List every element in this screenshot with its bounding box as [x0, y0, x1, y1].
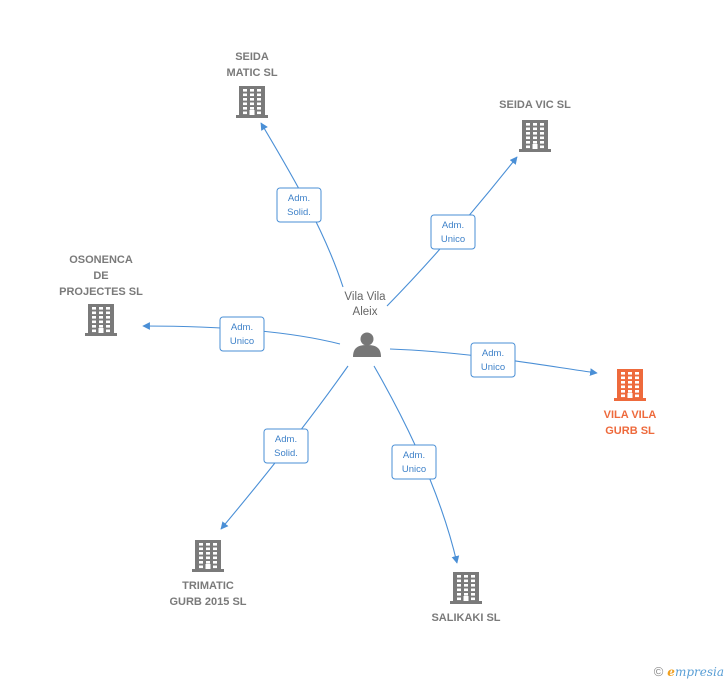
brand-logo[interactable]: empresia: [667, 664, 724, 679]
role-label-frame: [391, 444, 437, 480]
edge-seida-matic: Adm. Solid.: [260, 122, 344, 288]
building-icon[interactable]: [450, 572, 482, 604]
role-label-box[interactable]: Adm. Solid.: [263, 428, 309, 464]
company-node-vila-vila-gurb[interactable]: VILA VILA GURB SL: [604, 369, 657, 437]
role-label-box[interactable]: Adm. Unico: [391, 444, 437, 480]
company-node-seida-matic[interactable]: SEIDA MATIC SL: [226, 51, 278, 118]
role-label-line: Unico: [230, 336, 254, 347]
edge-salikaki: Adm. Unico: [373, 365, 460, 564]
edge-osonenca: Adm. Unico: [142, 316, 341, 352]
role-label-line: Adm.: [288, 193, 310, 204]
person-name-line2[interactable]: Aleix: [353, 306, 378, 318]
role-label-frame: [263, 428, 309, 464]
role-label-box[interactable]: Adm. Unico: [219, 316, 265, 352]
company-node-salikaki[interactable]: SALIKAKI SL: [431, 572, 501, 624]
role-label-box[interactable]: Adm. Solid.: [276, 187, 322, 223]
edge-trimatic: Adm. Solid.: [220, 365, 349, 530]
role-label-line: Solid.: [274, 448, 298, 459]
company-name-line[interactable]: VILA VILA: [604, 409, 657, 421]
role-label-line: Adm.: [482, 348, 504, 359]
role-label-frame: [219, 316, 265, 352]
company-node-trimatic[interactable]: TRIMATIC GURB 2015 SL: [169, 540, 247, 608]
edge-vila-vila-gurb: Adm. Unico: [389, 342, 598, 378]
role-label-line: Adm.: [231, 322, 253, 333]
company-name-line[interactable]: OSONENCA: [69, 254, 133, 266]
role-label-frame: [430, 214, 476, 250]
building-icon[interactable]: [192, 540, 224, 572]
role-label-line: Adm.: [403, 450, 425, 461]
company-name-line[interactable]: SEIDA: [235, 51, 269, 63]
role-label-box[interactable]: Adm. Unico: [470, 342, 516, 378]
role-label-line: Adm.: [275, 434, 297, 445]
building-icon[interactable]: [236, 86, 268, 118]
role-label-frame: [276, 187, 322, 223]
company-node-osonenca[interactable]: OSONENCA DE PROJECTES SL: [59, 254, 143, 336]
role-label-line: Adm.: [442, 220, 464, 231]
company-name-line[interactable]: DE: [93, 270, 108, 282]
company-name-line[interactable]: GURB SL: [605, 425, 655, 437]
role-label-line: Solid.: [287, 207, 311, 218]
company-name-line[interactable]: TRIMATIC: [182, 580, 234, 592]
edge-seida-vic: Adm. Unico: [386, 156, 518, 307]
role-label-frame: [470, 342, 516, 378]
company-node-seida-vic[interactable]: SEIDA VIC SL: [499, 99, 571, 152]
person-name-line1[interactable]: Vila Vila: [344, 291, 386, 303]
company-name-line[interactable]: SEIDA VIC SL: [499, 99, 571, 111]
company-name-line[interactable]: MATIC SL: [226, 67, 277, 79]
role-label-box[interactable]: Adm. Unico: [430, 214, 476, 250]
footer-credit: © empresia: [654, 664, 724, 679]
copyright-symbol: ©: [653, 664, 664, 679]
role-label-line: Unico: [441, 234, 465, 245]
building-icon[interactable]: [519, 120, 551, 152]
company-name-line[interactable]: SALIKAKI SL: [431, 612, 500, 624]
company-name-line[interactable]: GURB 2015 SL: [169, 596, 246, 608]
person-icon[interactable]: [353, 332, 381, 358]
building-icon[interactable]: [85, 304, 117, 336]
role-label-line: Unico: [481, 362, 505, 373]
company-name-line[interactable]: PROJECTES SL: [59, 286, 143, 298]
role-label-line: Unico: [402, 464, 426, 475]
building-icon[interactable]: [614, 369, 646, 401]
